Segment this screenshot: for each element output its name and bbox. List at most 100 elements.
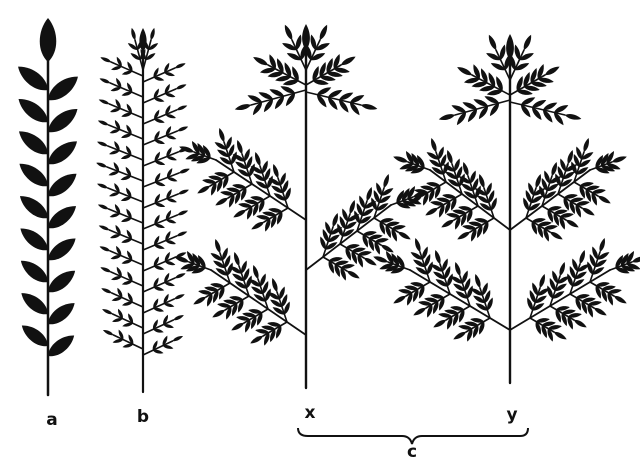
- leaflet: [581, 206, 596, 217]
- specimen-a: [14, 18, 83, 395]
- specimen-x: [173, 24, 428, 388]
- leaflet: [251, 264, 260, 279]
- leaflet: [573, 318, 588, 329]
- leaflet: [232, 251, 241, 266]
- leaflet: [565, 218, 580, 229]
- leaflet: [252, 55, 269, 67]
- leaflet: [101, 287, 113, 295]
- leaflet: [213, 238, 222, 253]
- leaflet: [453, 261, 462, 276]
- leaflet: [232, 208, 247, 219]
- leaflet: [558, 261, 567, 276]
- leaflet: [176, 230, 188, 238]
- leaflet: [16, 223, 52, 255]
- specimen-y: [372, 34, 640, 383]
- leaflet: [97, 119, 109, 127]
- leaflet: [413, 237, 422, 252]
- leaflet: [100, 56, 112, 64]
- leaflet: [597, 194, 612, 205]
- leaflet: [582, 137, 591, 152]
- label-c: c: [407, 442, 417, 459]
- leaflet: [14, 93, 52, 127]
- leaflet: [172, 334, 184, 342]
- leaflet: [99, 245, 111, 253]
- leaflet: [432, 318, 447, 329]
- leaflet: [424, 206, 439, 217]
- leaflet: [98, 224, 110, 232]
- leaflet: [487, 34, 499, 51]
- leaflet: [139, 28, 146, 52]
- leaflet: [270, 277, 279, 292]
- leaflet: [211, 308, 226, 319]
- leaflet: [566, 149, 575, 164]
- leaflet: [17, 288, 51, 319]
- leaflet: [372, 254, 388, 264]
- leaflet: [177, 125, 189, 133]
- leaflet: [97, 203, 109, 211]
- leaflet: [44, 71, 83, 106]
- leaflet: [477, 173, 486, 188]
- leaflet: [40, 18, 57, 62]
- leaflet: [44, 266, 79, 297]
- leaflet: [250, 220, 265, 231]
- leaflet: [318, 24, 330, 41]
- leaflet: [346, 269, 361, 280]
- leaflet: [217, 127, 226, 142]
- leaflet: [15, 126, 52, 160]
- leaflet: [283, 24, 295, 41]
- leaflet: [214, 196, 229, 207]
- leaflet: [96, 140, 108, 147]
- leaflet: [234, 103, 252, 112]
- leaflet: [340, 54, 357, 67]
- leaflet: [452, 330, 467, 341]
- leaflet: [598, 237, 607, 252]
- leaflet: [130, 27, 137, 40]
- leaflet: [192, 295, 207, 306]
- label-a: a: [46, 410, 57, 430]
- leaflet: [360, 103, 378, 112]
- leaflet: [461, 161, 470, 176]
- leaflet: [44, 136, 81, 170]
- leaflet: [173, 293, 185, 301]
- leaflet: [230, 321, 245, 332]
- leaflet: [100, 266, 112, 274]
- leaflet: [382, 173, 391, 188]
- leaflet: [99, 77, 111, 85]
- leaflet: [17, 256, 52, 287]
- leaflet: [438, 113, 456, 122]
- leaflet: [433, 249, 442, 264]
- leaflet: [177, 209, 189, 217]
- leaflet: [44, 103, 82, 137]
- leaflet: [534, 173, 543, 188]
- leaflet: [174, 62, 186, 70]
- leaflet: [44, 298, 78, 329]
- leaflet: [392, 154, 408, 164]
- leaflet: [175, 83, 187, 91]
- leaflet: [102, 328, 114, 336]
- leaflet: [101, 308, 113, 316]
- specimen-b: [96, 27, 191, 392]
- leaflet: [15, 158, 52, 191]
- leaflet: [14, 61, 53, 96]
- label-y: y: [506, 405, 517, 425]
- leaflet: [392, 294, 407, 305]
- leaflet: [149, 27, 156, 40]
- leaflet: [44, 201, 80, 233]
- leaflet: [96, 182, 108, 189]
- leaflet: [544, 64, 561, 77]
- leaflet: [16, 191, 52, 223]
- leaflet: [473, 273, 482, 288]
- leaflet: [44, 233, 80, 265]
- leaflet: [538, 273, 547, 288]
- leaflet: [578, 249, 587, 264]
- label-b: b: [137, 407, 149, 427]
- leaflet: [613, 294, 628, 305]
- leaflet: [522, 34, 534, 51]
- leaflet: [196, 184, 211, 195]
- leaflet: [173, 314, 185, 322]
- leaflet: [564, 113, 582, 122]
- leaflet: [611, 154, 627, 164]
- leaflet: [302, 24, 310, 50]
- leaflet: [549, 230, 564, 241]
- leaflet: [176, 104, 188, 112]
